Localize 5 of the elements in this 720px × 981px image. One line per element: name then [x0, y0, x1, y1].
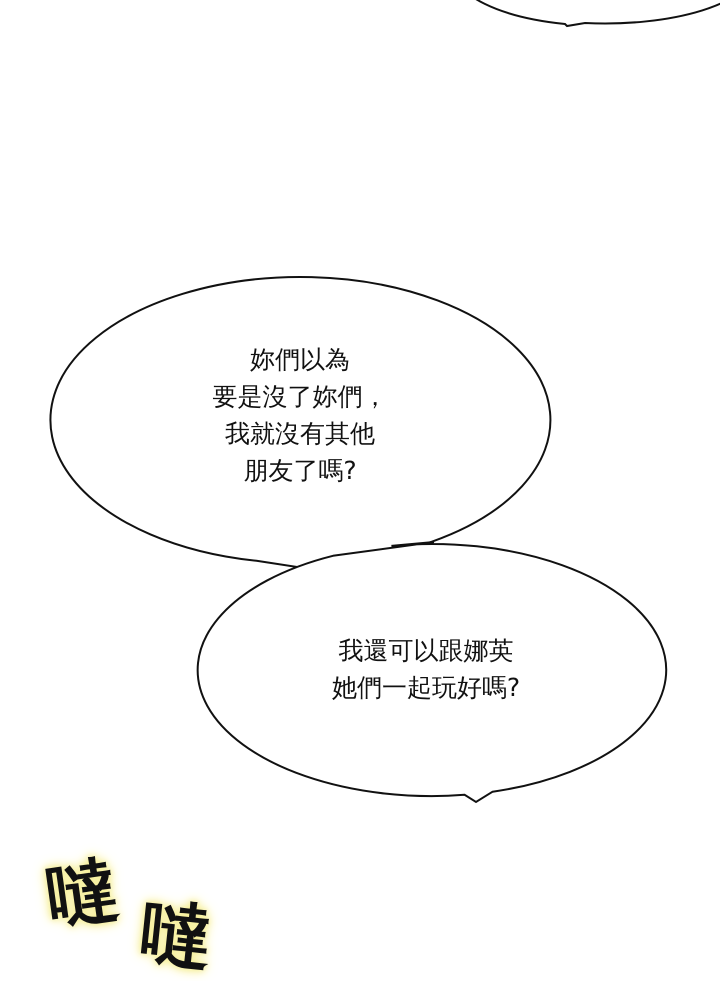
dialogue-text: 我還可以跟娜英她們一起玩好嗎?	[330, 635, 522, 704]
dialogue-text: 妳們以為要是沒了妳們，我就沒有其他朋友了嗎?	[212, 344, 388, 487]
speech-bubble	[196, 540, 668, 804]
sound-effect-text: 噠	[138, 896, 216, 974]
sound-effect-text: 噠	[43, 853, 123, 933]
